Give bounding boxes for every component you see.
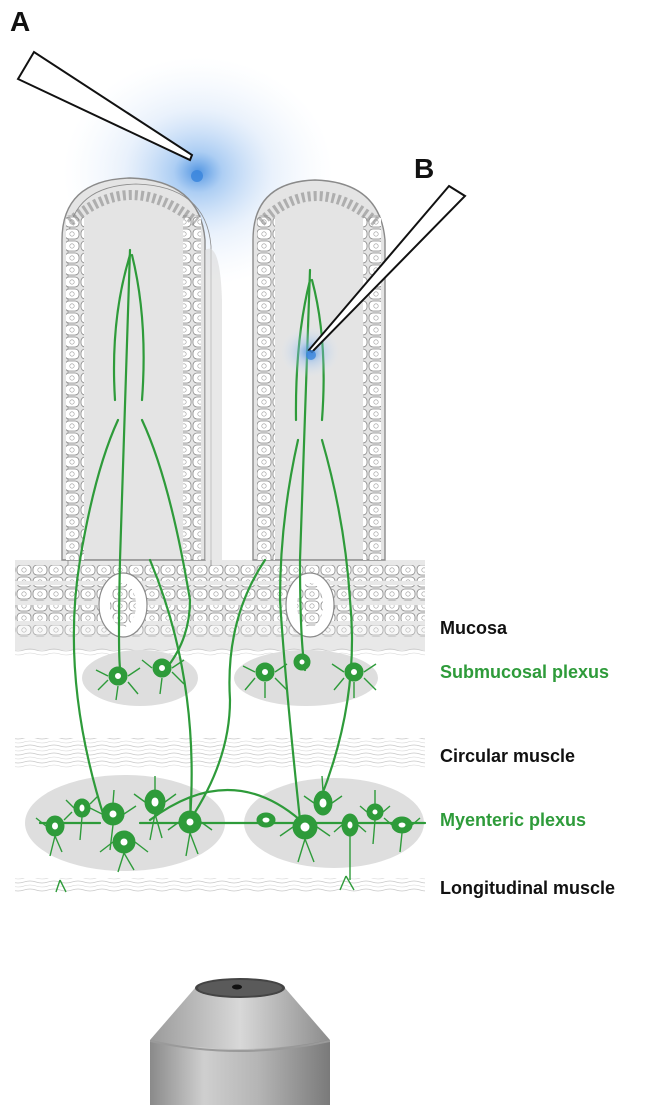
circular-muscle-label: Circular muscle — [440, 746, 575, 767]
longitudinal-muscle-label: Longitudinal muscle — [440, 878, 615, 899]
pipette-b-label: B — [414, 153, 434, 185]
microscope-objective-icon — [150, 978, 330, 1105]
longitudinal-muscle-band — [15, 878, 425, 892]
pipette-a-label: A — [10, 6, 30, 38]
circular-muscle-band — [15, 738, 425, 768]
submucosa-fibers — [15, 648, 425, 656]
submucosal-plexus-label: Submucosal plexus — [440, 662, 609, 683]
myenteric-plexus-label: Myenteric plexus — [440, 810, 586, 831]
mucosa-label: Mucosa — [440, 618, 507, 639]
